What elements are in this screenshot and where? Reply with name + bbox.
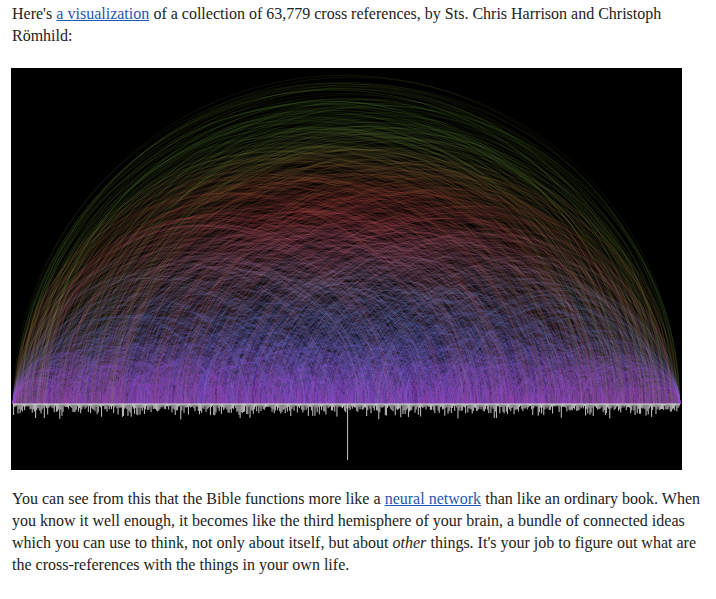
arc-diagram bbox=[11, 68, 682, 470]
